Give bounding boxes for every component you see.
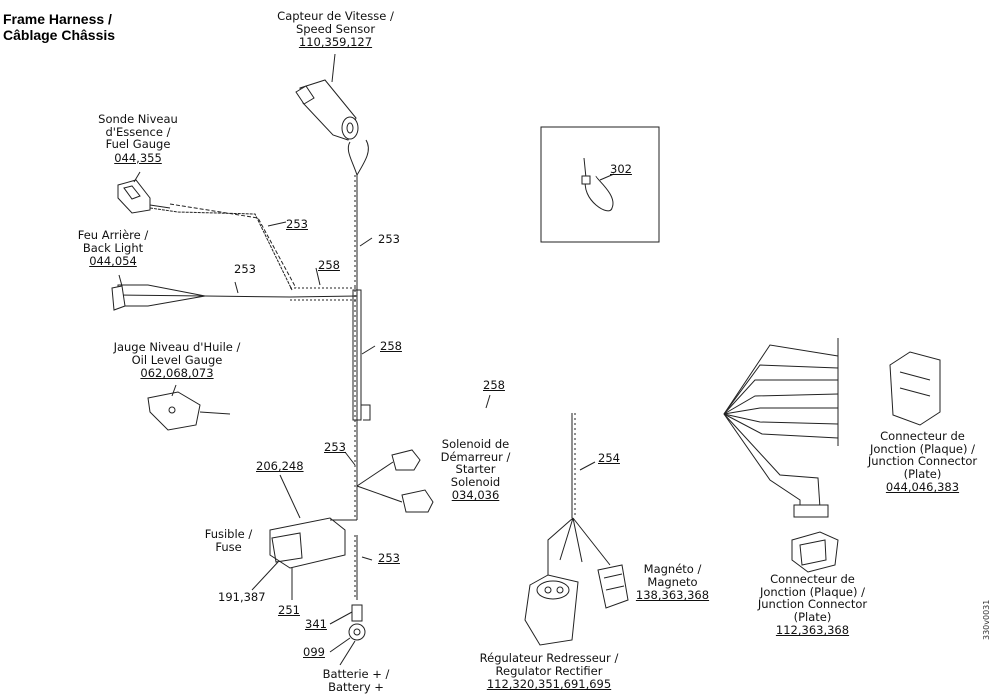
oil-level-label: Jauge Niveau d'Huile / Oil Level Gauge 0… <box>113 340 241 380</box>
starter-solenoid-label: Solenoid de Démarreur / Starter Solenoid… <box>440 437 511 502</box>
callout-258-mid: 258 <box>380 339 402 353</box>
oil-level-part-numbers: 062,068,073 <box>140 366 214 380</box>
callout-302: 302 <box>610 162 632 176</box>
magneto-label: Magnéto / Magneto 138,363,368 <box>635 562 710 602</box>
back-light-label: Feu Arrière / Back Light 044,054 <box>77 228 149 268</box>
image-code: 330v0031 <box>982 599 991 640</box>
speed-sensor-lead <box>347 139 369 176</box>
fuel-gauge-shape <box>117 179 171 214</box>
leader-341 <box>329 611 353 625</box>
callout-099: 099 <box>303 645 325 659</box>
title-line-1: Frame Harness / <box>3 11 112 27</box>
speed-sensor-shape <box>295 79 359 141</box>
fuse-leader-b <box>251 561 279 591</box>
magneto-part-numbers: 138,363,368 <box>635 588 710 602</box>
battery-terminal-shape <box>348 604 366 641</box>
fuse-label: Fusible / Fuse <box>204 527 253 554</box>
callout-341: 341 <box>305 617 327 631</box>
starter-solenoid-part-numbers: 034,036 <box>451 488 500 502</box>
speed-sensor-label: Capteur de Vitesse / Speed Sensor 110,35… <box>277 9 394 49</box>
callout-251: 251 <box>278 603 300 617</box>
fuse-part-numbers-a: 206,248 <box>256 459 304 473</box>
leader-099 <box>329 637 351 653</box>
fuel-gauge-label: Sonde Niveau d'Essence / Fuel Gauge 044,… <box>98 112 178 165</box>
speed-sensor-leader <box>331 53 336 83</box>
starter-solenoid-shape <box>391 449 434 513</box>
regulator-rectifier-shape <box>524 574 579 646</box>
callout-258-top: 258 <box>318 258 340 272</box>
fuel-gauge-leader <box>133 171 141 183</box>
back-light-shape <box>111 284 206 311</box>
junction-connector-b-label: Connecteur de Jonction (Plaque) / Juncti… <box>757 572 868 637</box>
junction-connector-a-shape <box>889 351 941 426</box>
fuse-part-numbers-b: 191,387 <box>218 590 266 604</box>
junction-connector-b-shape <box>791 531 839 573</box>
fuse-leader-a <box>279 474 301 519</box>
regulator-rectifier-label: Régulateur Redresseur / Regulator Rectif… <box>479 651 619 691</box>
magneto-connector-shape <box>597 564 629 609</box>
fuel-gauge-part-numbers: 044,355 <box>114 150 162 165</box>
sleeve-258 <box>352 289 362 421</box>
junction-plate-wires <box>723 338 839 518</box>
fuel-lead-253 <box>149 207 293 291</box>
callout-253-mid: 253 <box>324 440 346 454</box>
back-light-lead-253 <box>204 295 358 298</box>
callout-253-top: 253 <box>378 232 400 246</box>
junction-connector-a-label: Connecteur de Jonction (Plaque) / Juncti… <box>867 429 978 494</box>
callout-253-low: 253 <box>378 551 400 565</box>
fuse-shape <box>269 517 346 569</box>
detail-box-302 <box>540 126 660 243</box>
back-light-leader <box>118 274 123 287</box>
battery-label: Batterie + / Battery + <box>322 667 390 694</box>
title-line-2: Câblage Châssis <box>3 27 116 43</box>
sleeve-258-end <box>361 404 371 421</box>
callout-253-fuel: 253 <box>286 217 308 231</box>
callout-253-light: 253 <box>234 262 256 276</box>
regulator-part-numbers: 112,320,351,691,695 <box>486 677 612 691</box>
junction-connector-a-part-numbers: 044,046,383 <box>885 480 960 494</box>
oil-level-leader <box>171 384 177 397</box>
diagram-title: Frame Harness / Câblage Châssis <box>3 11 115 43</box>
junction-connector-b-part-numbers: 112,363,368 <box>775 623 850 637</box>
callout-254: 254 <box>598 451 620 465</box>
oil-level-gauge-shape <box>147 391 231 431</box>
back-light-part-numbers: 044,054 <box>89 254 137 268</box>
speed-sensor-part-numbers: 110,359,127 <box>298 35 373 49</box>
callout-258-free: 258 <box>483 378 505 392</box>
